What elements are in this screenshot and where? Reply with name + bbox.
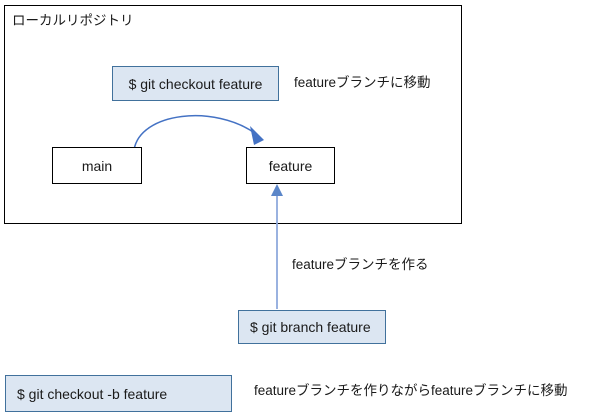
- annotation-move-to-feature: featureブランチに移動: [294, 75, 431, 90]
- local-repository-title: ローカルリポジトリ: [12, 13, 134, 28]
- local-repository-container: [4, 5, 462, 224]
- annotation-create-feature: featureブランチを作る: [292, 257, 429, 272]
- command-box-git-checkout-feature[interactable]: $ git checkout feature: [112, 66, 279, 101]
- branch-node-main[interactable]: main: [52, 147, 142, 184]
- branch-node-feature[interactable]: feature: [246, 147, 335, 184]
- command-box-git-checkout-b-feature[interactable]: $ git checkout -b feature: [5, 375, 232, 412]
- command-box-git-branch-feature[interactable]: $ git branch feature: [238, 310, 386, 344]
- annotation-create-and-move: featureブランチを作りながらfeatureブランチに移動: [254, 383, 568, 398]
